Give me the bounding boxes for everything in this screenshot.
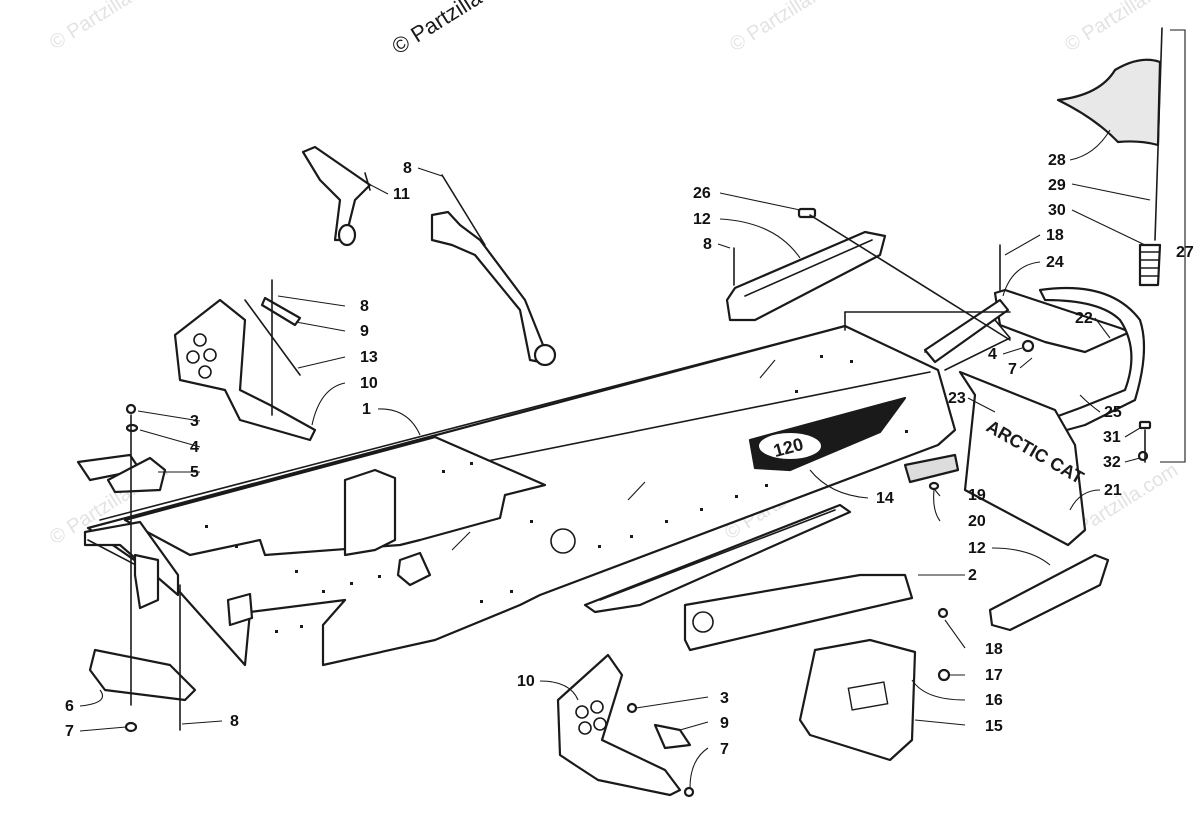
callout-17: 17 [985,667,1003,684]
callout-26: 26 [693,185,711,202]
callout-12: 12 [693,211,711,228]
callout-7: 7 [65,723,74,740]
callout-7: 7 [720,741,729,758]
callout-11: 11 [393,186,410,203]
callout-1: 1 [362,401,371,418]
callout-8: 8 [360,298,369,315]
reflector [903,453,960,484]
callout-8: 8 [230,713,239,730]
callout-10: 10 [360,375,378,392]
callout-7: 7 [1008,361,1017,378]
callout-30: 30 [1048,202,1066,219]
callout-22: 22 [1075,310,1093,327]
callout-3: 3 [190,413,199,430]
steering-bracket-part [301,145,557,367]
callout-6: 6 [65,698,74,715]
callout-8: 8 [703,236,712,253]
callout-4: 4 [988,346,997,363]
leader-lines [79,29,1186,789]
front-bracket-lower [556,653,692,797]
callout-18: 18 [1046,227,1064,244]
callout-14: 14 [876,490,894,507]
callout-31: 31 [1103,429,1121,446]
callout-12: 12 [968,540,986,557]
callout-10: 10 [517,673,535,690]
callout-28: 28 [1048,152,1066,169]
callout-2: 2 [968,567,977,584]
assembly-lines [130,172,1146,731]
footrest-upper [725,230,887,322]
callout-9: 9 [360,323,369,340]
watermark: © Partzilla.com [726,0,852,56]
footrest-lower [988,553,1110,632]
tunnel-part [83,324,957,667]
callout-8: 8 [403,160,412,177]
callout-19: 19 [968,487,986,504]
callout-27: 27 [1176,244,1194,261]
small-brackets [76,453,167,494]
callout-32: 32 [1103,454,1121,471]
callout-16: 16 [985,692,1003,709]
callout-20: 20 [968,513,986,530]
callout-24: 24 [1046,254,1064,271]
callout-5: 5 [190,464,199,481]
callout-4: 4 [190,439,199,456]
watermark: © Partzilla.com [46,0,172,54]
hitch-plate [88,648,197,702]
callout-21: 21 [1104,482,1122,499]
callout-18: 18 [985,641,1003,658]
callout-25: 25 [1104,404,1122,421]
callout-23: 23 [948,390,966,407]
callout-15: 15 [985,718,1003,735]
logo-decal: 120 [748,396,907,472]
callout-9: 9 [720,715,729,732]
rear-rail [683,573,914,652]
callout-13: 13 [360,349,378,366]
safety-flag [1056,27,1163,287]
skid-guard [798,638,917,762]
callout-29: 29 [1048,177,1066,194]
watermark-top: © Partzilla [387,0,486,59]
watermark: © Partzilla.com [1061,0,1187,56]
snow-flap: ARCTIC CAT [958,370,1087,547]
rear-frame-tube [923,298,1010,364]
callout-3: 3 [720,690,729,707]
callout-labels: 1 2 3 4 5 6 7 8 8 9 13 10 11 8 26 12 8 1… [65,152,1194,758]
